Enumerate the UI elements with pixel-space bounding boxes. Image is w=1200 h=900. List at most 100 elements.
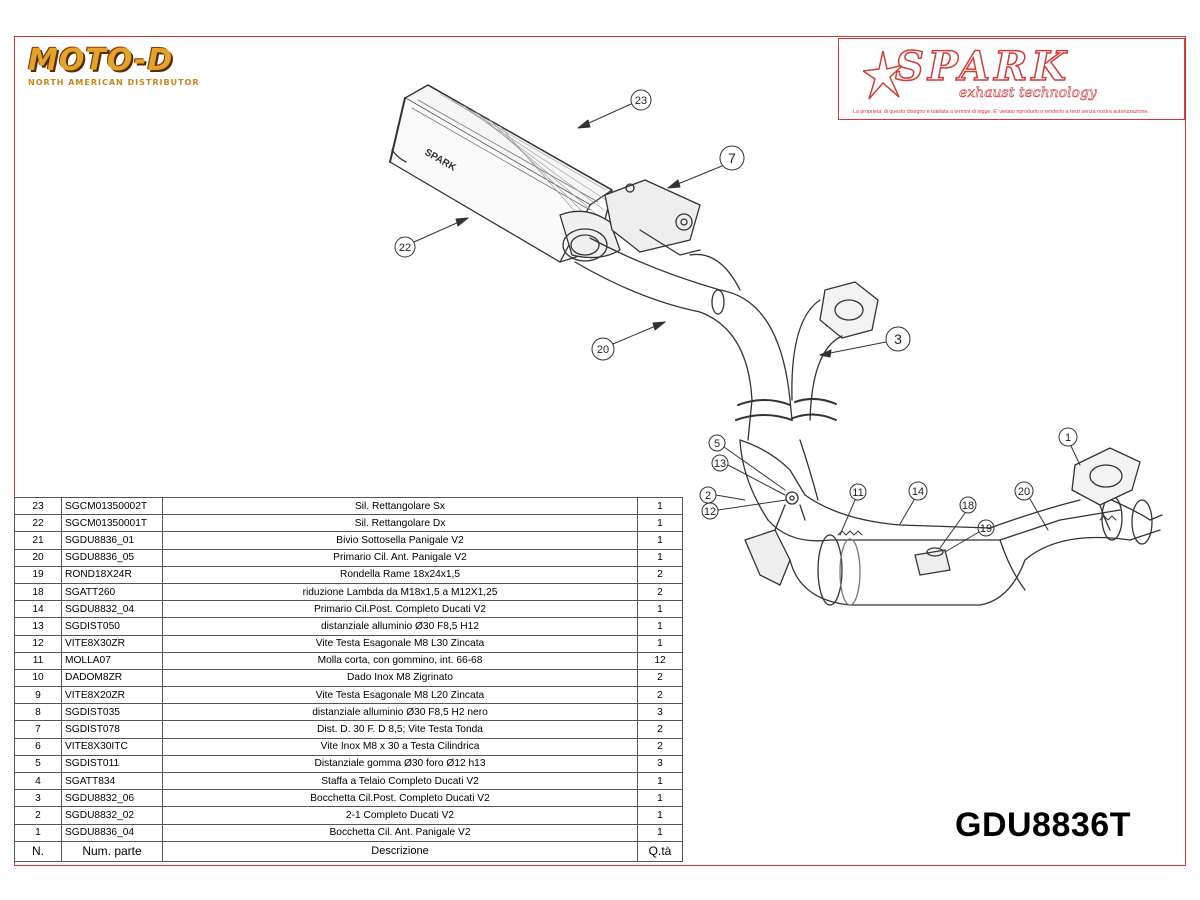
lambda-boss	[914, 547, 951, 576]
part-description: 2-1 Completo Ducati V2	[162, 806, 638, 825]
part-code: SGDU8836_01	[61, 531, 163, 550]
part-quantity: 1	[637, 531, 683, 550]
collector	[735, 398, 837, 521]
part-quantity: 2	[637, 737, 683, 756]
part-number-index: 22	[14, 514, 62, 533]
part-description: Bocchetta Cil.Post. Completo Ducati V2	[162, 789, 638, 808]
part-number-index: 8	[14, 703, 62, 722]
part-description: Staffa a Telaio Completo Ducati V2	[162, 771, 638, 791]
callout-19: 19	[980, 523, 992, 535]
part-code: MOLLA07	[61, 651, 163, 670]
model-code: GDU8836T	[955, 806, 1131, 844]
callout-14: 14	[912, 486, 924, 498]
part-code: VITE8X30ZR	[61, 634, 163, 653]
part-description: Molla corta, con gommino, int. 66-68	[162, 651, 638, 670]
part-description: Distanziale gomma Ø30 foro Ø12 h13	[162, 754, 638, 774]
part-number-index: 11	[14, 651, 62, 670]
part-quantity: 1	[637, 789, 683, 808]
callout-bubble-13	[711, 454, 729, 472]
rear-cylinder-flange	[791, 281, 879, 421]
callout-bubble-12	[701, 502, 719, 520]
part-quantity: 2	[637, 720, 683, 739]
part-quantity: 2	[637, 565, 683, 584]
callout-bubble-23	[630, 89, 652, 111]
part-number-index: 21	[14, 531, 62, 550]
part-code: SGCM01350001T	[61, 514, 163, 533]
part-description: Primario Cil. Ant. Panigale V2	[162, 548, 638, 567]
part-code: VITE8X20ZR	[61, 686, 163, 705]
part-quantity: 2	[637, 582, 683, 602]
part-code: ROND18X24R	[61, 565, 163, 584]
part-code: SGCM01350002T	[61, 496, 163, 516]
callout-20-upper: 20	[597, 344, 609, 356]
callouts	[394, 89, 1081, 553]
part-code: SGDIST011	[61, 754, 163, 774]
link-pipe	[574, 237, 793, 441]
part-quantity: 2	[637, 686, 683, 705]
callout-bubble-11	[849, 483, 867, 501]
part-description: Dado Inox M8 Zigrinato	[162, 668, 638, 688]
part-description: Bivio Sottosella Panigale V2	[162, 531, 638, 550]
part-quantity: 3	[637, 703, 683, 722]
header-part-number: Num. parte	[61, 840, 163, 862]
part-description: Vite Inox M8 x 30 a Testa Cilindrica	[162, 737, 638, 756]
part-number-index: 18	[14, 582, 62, 602]
callout-bubble-3	[885, 326, 911, 352]
part-number-index: 20	[14, 548, 62, 567]
part-code: DADOM8ZR	[61, 668, 163, 688]
callout-7: 7	[728, 150, 736, 166]
front-cylinder-flange	[1071, 447, 1141, 531]
part-quantity: 1	[637, 823, 683, 842]
callout-bubble-22	[394, 236, 416, 258]
part-number-index: 7	[14, 720, 62, 739]
moto-d-wordmark: MOTO-D	[28, 43, 174, 78]
callout-bubble-7	[719, 145, 745, 171]
part-description: Bocchetta Cil. Ant. Panigale V2	[162, 823, 638, 842]
part-number-index: 3	[14, 789, 62, 808]
part-quantity: 3	[637, 754, 683, 774]
callout-labels: 23 22 7 20 3 1 5 13 2 12 11 14 18 19 20	[399, 95, 1071, 535]
part-code: SGDU8832_06	[61, 789, 163, 808]
callout-bubble-1	[1058, 427, 1078, 447]
callout-20-lower: 20	[1018, 486, 1030, 498]
header-n: N.	[14, 840, 62, 862]
part-code: SGDU8832_02	[61, 806, 163, 825]
part-code: SGATT260	[61, 582, 163, 602]
callout-bubble-18	[959, 496, 977, 514]
callout-18: 18	[962, 500, 974, 512]
part-number-index: 14	[14, 600, 62, 619]
part-number-index: 9	[14, 686, 62, 705]
part-number-index: 13	[14, 617, 62, 636]
part-description: Vite Testa Esagonale M8 L20 Zincata	[162, 686, 638, 705]
part-description: Vite Testa Esagonale M8 L30 Zincata	[162, 634, 638, 653]
part-code: SGDU8836_04	[61, 823, 163, 842]
callout-bubble-19	[977, 519, 995, 537]
copyright-notice: La proprieta' di questo disegno è tutela…	[853, 109, 1149, 115]
callout-bubble-5	[708, 434, 726, 452]
part-quantity: 2	[637, 668, 683, 688]
callout-bubble-20a	[591, 337, 615, 361]
header-quantity: Q.tà	[637, 840, 683, 862]
part-number-index: 2	[14, 806, 62, 825]
callout-12: 12	[704, 506, 716, 518]
callout-22: 22	[399, 242, 411, 254]
frame-bracket	[744, 491, 806, 586]
part-quantity: 1	[637, 514, 683, 533]
